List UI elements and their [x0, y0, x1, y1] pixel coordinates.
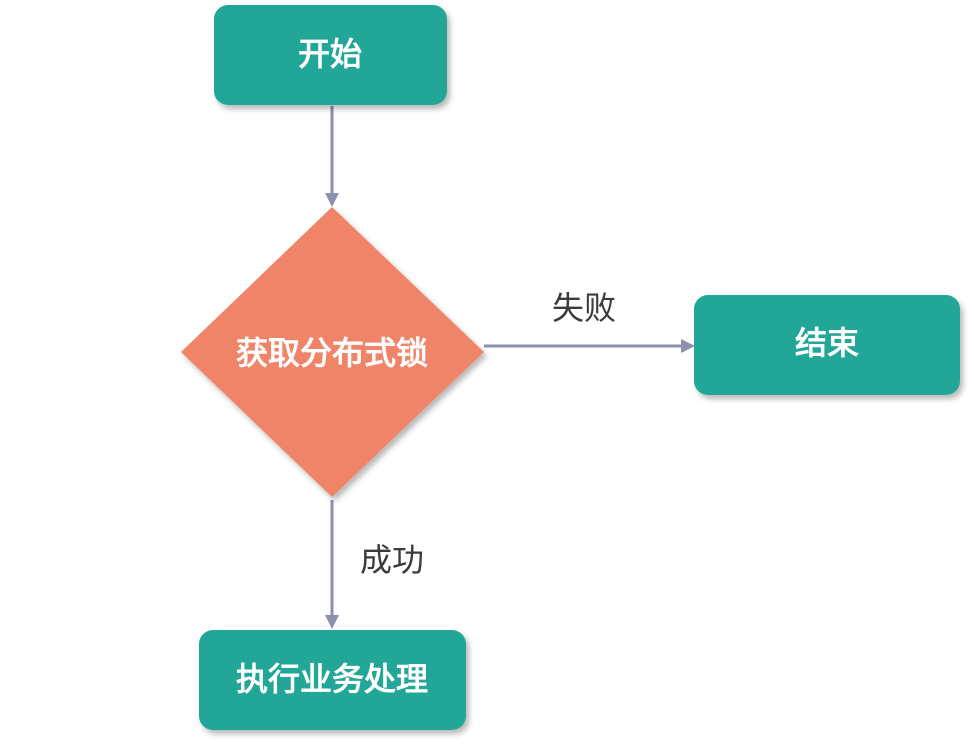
node-end-box — [694, 295, 960, 395]
node-acquire-lock-label: 获取分布式锁 — [236, 334, 428, 372]
node-start-label: 开始 — [298, 35, 362, 73]
edge-lock-fail: 失败 — [484, 289, 695, 353]
arrowhead-down-icon — [325, 615, 339, 629]
node-acquire-lock-diamond — [181, 207, 484, 497]
node-start: 开始 — [214, 5, 447, 105]
node-acquire-lock: 获取分布式锁 — [181, 207, 484, 497]
node-business: 执行业务处理 — [199, 630, 466, 730]
node-start-box — [214, 5, 447, 105]
node-business-box — [199, 630, 466, 730]
node-end: 结束 — [694, 295, 960, 395]
edge-label-fail: 失败 — [552, 289, 616, 327]
node-business-label: 执行业务处理 — [236, 660, 428, 698]
arrowhead-right-icon — [681, 339, 695, 353]
edge-lock-success: 成功 — [325, 500, 424, 629]
arrowhead-down-icon — [325, 193, 339, 207]
edge-start-to-lock — [325, 106, 339, 207]
edge-label-success: 成功 — [360, 541, 424, 579]
node-end-label: 结束 — [795, 324, 859, 362]
